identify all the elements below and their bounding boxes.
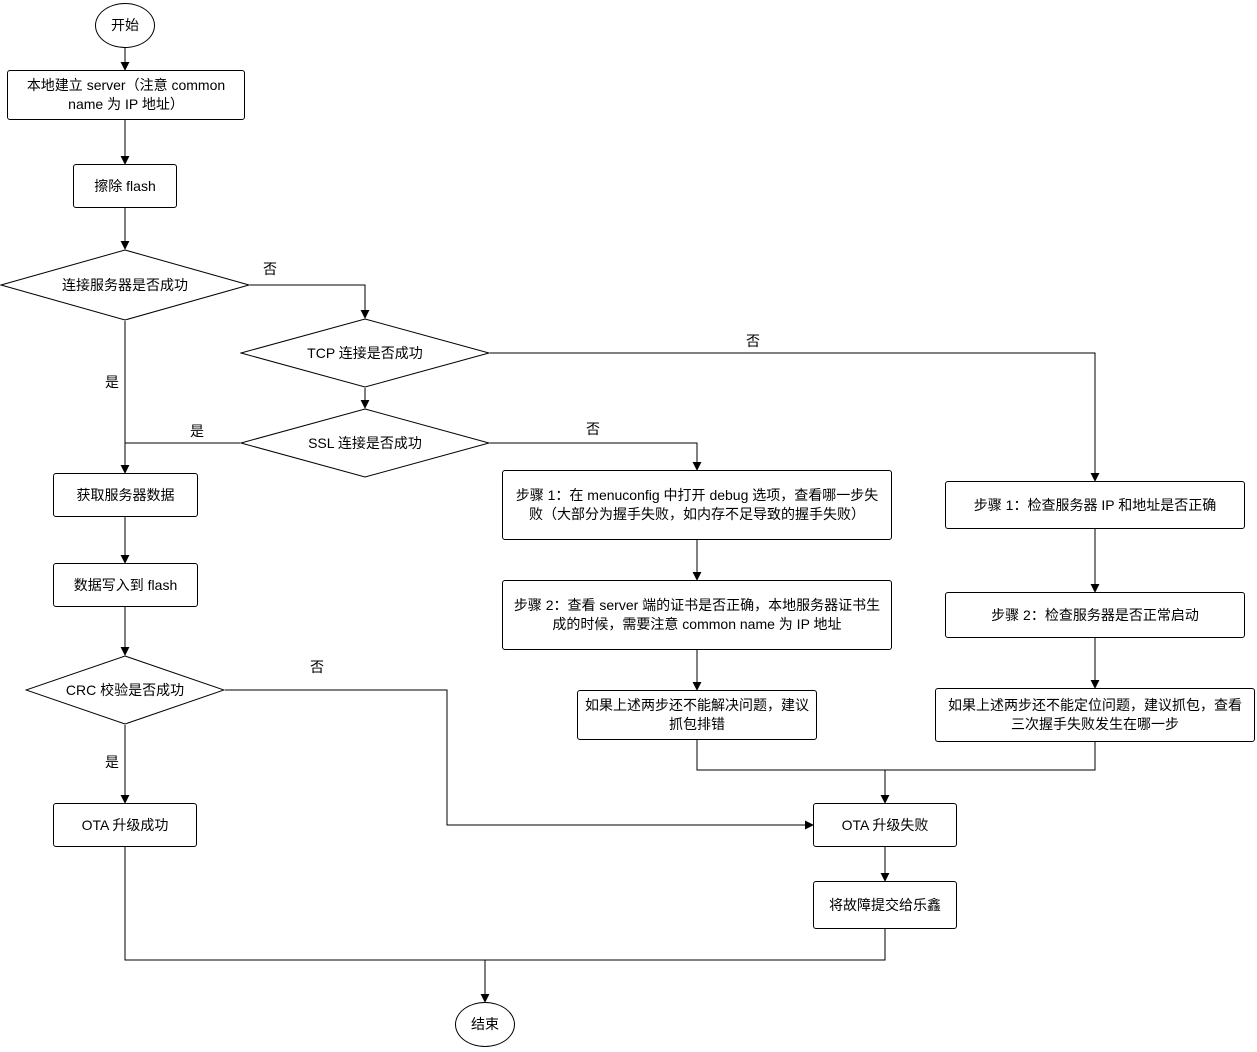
edge-sslstep3-junction (696, 740, 885, 771)
node-submit-espressif: 将故障提交给乐鑫 (813, 881, 957, 929)
node-ota-success-label: OTA 升级成功 (81, 816, 169, 833)
node-ssl-step2-label: 步骤 2：查看 server 端的证书是否正确，本地服务器证书生成的时候，需要注… (513, 597, 881, 632)
diamond-shape (0, 249, 250, 321)
node-connect-server-label: 连接服务器是否成功 (62, 276, 188, 293)
node-erase-flash-label: 擦除 flash (94, 177, 156, 194)
edge-label-ssl-yes: 是 (187, 421, 207, 441)
diamond-shape (240, 408, 490, 478)
node-erase-flash: 擦除 flash (73, 164, 177, 208)
edge-otasuccess-junction2 (124, 847, 485, 961)
node-start: 开始 (95, 3, 155, 48)
node-setup-server-label: 本地建立 server（注意 common name 为 IP 地址） (26, 77, 226, 112)
edge-label-crc-no: 否 (307, 657, 327, 677)
edge-label-crc-yes: 是 (102, 752, 122, 772)
node-ssl-step2: 步骤 2：查看 server 端的证书是否正确，本地服务器证书生成的时候，需要注… (502, 580, 892, 650)
edge-label-connect-yes: 是 (102, 372, 122, 392)
node-tcp-step1-label: 步骤 1：检查服务器 IP 和地址是否正确 (973, 496, 1217, 513)
node-ota-fail-label: OTA 升级失败 (841, 816, 929, 833)
edge-label-connect-no: 否 (260, 259, 280, 279)
node-setup-server: 本地建立 server（注意 common name 为 IP 地址） (7, 70, 245, 120)
edge-connect-no-tcp (250, 284, 370, 319)
node-ssl-step3-label: 如果上述两步还不能解决问题，建议抓包排错 (585, 697, 809, 732)
node-tcp-step2-label: 步骤 2：检查服务器是否正常启动 (991, 606, 1199, 623)
node-crc-check-label: CRC 校验是否成功 (65, 681, 185, 698)
node-tcp-step3: 如果上述两步还不能定位问题，建议抓包，查看三次握手失败发生在哪一步 (935, 688, 1255, 742)
node-write-flash: 数据写入到 flash (53, 563, 198, 607)
node-ota-success: OTA 升级成功 (53, 803, 197, 847)
node-tcp-connect: TCP 连接是否成功 (240, 318, 490, 388)
edge-crc-no-otafail (225, 689, 814, 830)
node-end-label: 结束 (471, 1016, 499, 1032)
edge-label-tcp-no: 否 (743, 331, 763, 351)
node-end: 结束 (455, 1002, 515, 1047)
node-ssl-step3: 如果上述两步还不能解决问题，建议抓包排错 (577, 690, 817, 740)
node-get-server-data-label: 获取服务器数据 (76, 486, 175, 503)
node-ssl-connect: SSL 连接是否成功 (240, 408, 490, 478)
edge-label-ssl-no: 否 (583, 419, 603, 439)
edge-tcp-no-step1 (490, 352, 1100, 482)
node-ssl-connect-label: SSL 连接是否成功 (308, 434, 422, 451)
node-write-flash-label: 数据写入到 flash (73, 576, 178, 593)
edge-tcpstep3-junction (885, 742, 1096, 771)
node-crc-check: CRC 校验是否成功 (25, 655, 225, 725)
edge-ssl-no-step1 (490, 442, 702, 471)
node-tcp-step1: 步骤 1：检查服务器 IP 和地址是否正确 (945, 481, 1245, 529)
node-connect-server: 连接服务器是否成功 (0, 249, 250, 321)
node-ota-fail: OTA 升级失败 (813, 803, 957, 847)
edge-submit-junction2 (485, 929, 886, 961)
diamond-shape (25, 655, 225, 725)
node-ssl-step1: 步骤 1：在 menuconfig 中打开 debug 选项，查看哪一步失败（大… (502, 470, 892, 540)
node-tcp-step3-label: 如果上述两步还不能定位问题，建议抓包，查看三次握手失败发生在哪一步 (948, 697, 1242, 732)
node-get-server-data: 获取服务器数据 (53, 473, 198, 517)
node-submit-espressif-label: 将故障提交给乐鑫 (829, 896, 941, 913)
node-tcp-step2: 步骤 2：检查服务器是否正常启动 (945, 592, 1245, 638)
node-ssl-step1-label: 步骤 1：在 menuconfig 中打开 debug 选项，查看哪一步失败（大… (515, 487, 879, 522)
node-start-label: 开始 (111, 17, 139, 33)
diamond-shape (240, 318, 490, 388)
node-tcp-connect-label: TCP 连接是否成功 (307, 344, 423, 361)
